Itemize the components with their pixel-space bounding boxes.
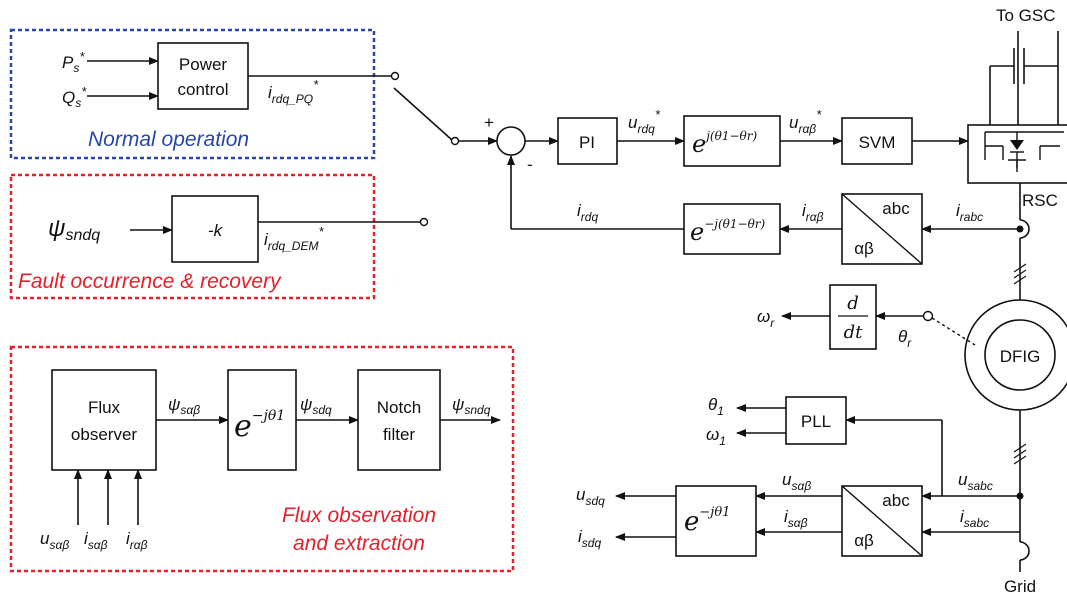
pi-block	[557, 117, 618, 165]
qs-ref-label: Qs*	[62, 84, 87, 110]
svg-text:DFIG: DFIG	[1000, 347, 1041, 366]
psi-sdq-label: ψsdq	[300, 395, 332, 417]
normal-operation-label: Normal operation	[88, 128, 249, 151]
svg-text:abc: abc	[882, 199, 910, 218]
svg-text:Power: Power	[179, 55, 228, 74]
flux-input-usab: usαβ	[40, 529, 69, 552]
svg-text:αβ: αβ	[854, 531, 874, 550]
svg-text:Flux: Flux	[88, 398, 121, 417]
derivative-block	[829, 284, 877, 350]
svg-text:control: control	[177, 80, 228, 99]
switch-terminal-dem	[419, 217, 429, 227]
svg-text:e−j(θ1−θr): e−j(θ1−θr)	[690, 217, 766, 246]
urab-ref-label: urαβ*	[789, 107, 822, 136]
stator-rotation-block	[675, 485, 757, 557]
usab-label: usαβ	[782, 470, 811, 493]
svg-text:PI: PI	[579, 133, 595, 152]
svg-text:observer: observer	[71, 425, 137, 444]
irdq-pq-label: irdq_PQ*	[268, 77, 319, 106]
fault-region	[9, 173, 376, 300]
isdq-label: isdq	[578, 527, 601, 550]
rotation-forward-block	[683, 115, 781, 167]
theta-r-label: θr	[898, 327, 912, 350]
power-control-block	[157, 42, 249, 110]
svg-text:Notch: Notch	[377, 398, 421, 417]
theta-r-sensor	[922, 310, 934, 322]
isab-label: isαβ	[784, 507, 808, 530]
fault-region-label: Fault occurrence & recovery	[18, 270, 282, 293]
urdq-ref-label: urdq*	[628, 107, 661, 136]
svg-text:filter: filter	[383, 425, 415, 444]
ps-ref-label: Ps*	[62, 49, 85, 75]
rsc-label: RSC	[1022, 191, 1058, 210]
irabc-label: irabc	[956, 201, 983, 224]
svg-text:αβ: αβ	[854, 239, 874, 258]
svg-text:dt: dt	[844, 322, 864, 343]
svg-text:PLL: PLL	[801, 412, 831, 431]
isabc-label: isabc	[960, 507, 989, 530]
normal-operation-region	[9, 28, 376, 160]
omega-1-label: ω1	[706, 425, 726, 448]
flux-rotation-block	[227, 369, 297, 471]
grid-label: Grid	[1004, 577, 1036, 596]
svg-text:e−jθ1: e−jθ1	[234, 408, 285, 444]
svg-text:-k: -k	[208, 221, 224, 240]
psi-sndq-input-label: ψsndq	[48, 215, 100, 244]
flux-extraction-region	[9, 345, 515, 573]
irdq-label: irdq	[577, 201, 598, 224]
flux-observer-block	[51, 369, 157, 471]
irdq-dem-label: irdq_DEM*	[264, 224, 324, 253]
gain-k-block	[171, 195, 259, 263]
svg-text:d: d	[847, 293, 859, 314]
psi-sndq-output-label: ψsndq	[452, 395, 491, 417]
selector-switch	[393, 87, 453, 141]
svg-text:ej(θ1−θr): ej(θ1−θr)	[692, 129, 757, 158]
irab-label: irαβ	[802, 201, 824, 224]
svg-text:abc: abc	[882, 491, 910, 510]
omega-r-label: ωr	[757, 307, 775, 330]
switch-terminal-pq	[390, 71, 400, 81]
svg-text:-: -	[527, 155, 533, 174]
to-gsc-label: To GSC	[996, 6, 1056, 25]
notch-filter-block	[357, 369, 441, 471]
rotation-inverse-block	[683, 203, 781, 255]
pll-block	[785, 396, 847, 445]
svm-block	[841, 117, 913, 165]
usdq-label: usdq	[576, 485, 605, 508]
flux-input-irab: irαβ	[126, 529, 148, 552]
usabc-label: usabc	[958, 470, 993, 493]
svg-text:e−jθ1: e−jθ1	[684, 505, 730, 537]
flux-region-label-1: Flux observation	[282, 504, 436, 527]
flux-region-label-2: and extraction	[293, 532, 425, 555]
summing-junction	[496, 126, 526, 156]
psi-sab-label: ψsαβ	[168, 395, 200, 417]
svg-text:SVM: SVM	[859, 133, 896, 152]
flux-input-isab: isαβ	[84, 529, 108, 552]
svg-text:+: +	[484, 113, 494, 132]
theta-1-label: θ1	[708, 395, 724, 418]
